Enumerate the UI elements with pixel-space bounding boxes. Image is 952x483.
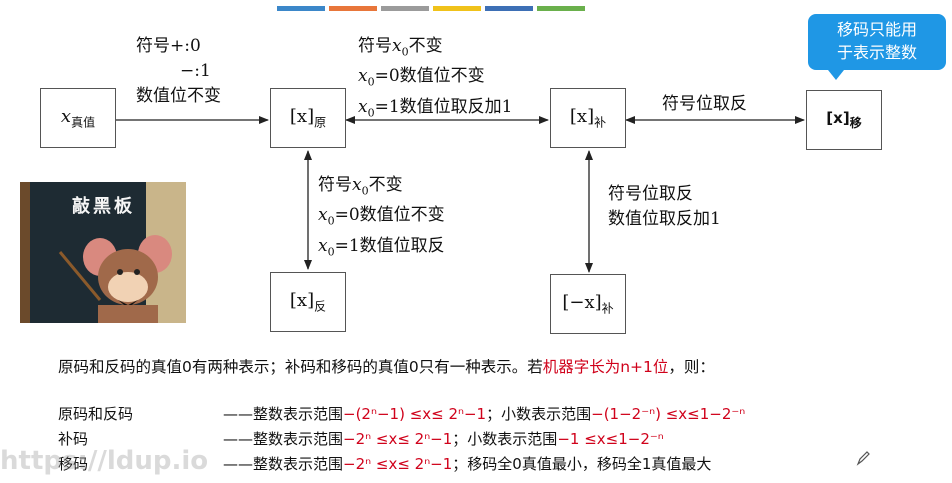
- label-var: x: [358, 96, 368, 117]
- label-line: 符号+:0: [136, 36, 201, 56]
- box-var: [−x]: [562, 291, 602, 313]
- label-line: 符号x0不变: [318, 173, 445, 203]
- box-sub: 真值: [71, 115, 96, 130]
- label-text: 符号: [358, 36, 392, 56]
- label-line: x0=1数值位取反加1: [358, 95, 512, 125]
- label-line: 数值位取反加1: [608, 209, 721, 229]
- box-original-code: [x]原: [270, 88, 346, 148]
- integer-range: −2ⁿ ≤x≤ 2ⁿ−1: [343, 455, 453, 473]
- label-complement-negative: 符号位取反 数值位取反加1: [608, 182, 721, 232]
- box-sub: 补: [601, 301, 614, 316]
- range-prefix: ——整数表示范围: [223, 430, 344, 448]
- label-true-to-original: 符号+:0 −:1 数值位不变: [136, 34, 221, 109]
- integer-range: −2ⁿ ≤x≤ 2ⁿ−1: [343, 430, 453, 448]
- range-mid: ；移码全0真值最小，移码全1真值最大: [452, 455, 712, 473]
- label-text: 符号: [318, 175, 352, 195]
- summary-part: ，则：: [668, 358, 715, 376]
- range-prefix: ——整数表示范围: [223, 455, 344, 473]
- box-var: x: [60, 105, 72, 127]
- bubble-line: 于表示整数: [836, 43, 917, 62]
- label-line: x0=0数值位不变: [358, 64, 512, 94]
- range-mid: ；小数表示范围: [452, 430, 558, 448]
- color-segment: [329, 6, 377, 11]
- box-true-value: x真值: [40, 88, 116, 148]
- label-line: −:1: [180, 61, 211, 81]
- color-segment: [537, 6, 585, 11]
- watermark: https://ldup.io: [0, 446, 209, 476]
- label-text: 不变: [368, 175, 403, 195]
- range-mid: ；小数表示范围: [486, 405, 592, 423]
- note-bubble: 移码只能用 于表示整数: [808, 14, 946, 80]
- color-segment: [277, 6, 325, 11]
- label-var: x: [318, 235, 328, 256]
- integer-range: −(2ⁿ−1) ≤x≤ 2ⁿ−1: [343, 405, 487, 423]
- summary-highlight: 机器字长为n+1位: [542, 358, 669, 376]
- box-ones-complement: [x]反: [270, 272, 346, 332]
- bubble-line: 移码只能用: [836, 20, 917, 39]
- pen-icon: [856, 451, 870, 466]
- range-desc: ——整数表示范围−2ⁿ ≤x≤ 2ⁿ−1；移码全0真值最小，移码全1真值最大: [223, 452, 711, 477]
- range-desc: ——整数表示范围−(2ⁿ−1) ≤x≤ 2ⁿ−1；小数表示范围−(1−2⁻ⁿ) …: [223, 402, 745, 427]
- blackboard-title: 敲黑板: [72, 196, 135, 217]
- box-sub: 反: [314, 299, 327, 314]
- box-sub: 移: [849, 116, 862, 130]
- label-line: x0=0数值位不变: [318, 203, 445, 233]
- range-name: 移码: [58, 455, 89, 473]
- board-frame: [20, 182, 30, 323]
- label-sub: 0: [327, 214, 335, 228]
- range-name: 原码和反码: [58, 405, 134, 423]
- box-biased-code: [x]移: [806, 90, 882, 150]
- label-sub: 0: [367, 75, 375, 89]
- range-desc: ——整数表示范围−2ⁿ ≤x≤ 2ⁿ−1；小数表示范围−1 ≤x≤1−2⁻ⁿ: [223, 427, 664, 452]
- box-var: [x]: [289, 105, 315, 127]
- label-complement-biased: 符号位取反: [662, 94, 747, 114]
- box-var: [x]: [826, 109, 850, 127]
- top-color-bar: [277, 6, 585, 11]
- label-var: x: [358, 66, 368, 87]
- label-sub: 0: [327, 245, 335, 259]
- label-sub: 0: [361, 184, 369, 198]
- color-segment: [433, 6, 481, 11]
- range-name: 补码: [58, 430, 89, 448]
- label-var: x: [392, 36, 402, 56]
- summary-text: 原码和反码的真值0有两种表示；补码和移码的真值0只有一种表示。若机器字长为n+1…: [58, 355, 715, 377]
- box-negative-complement: [−x]补: [550, 274, 626, 334]
- fraction-range: −(1−2⁻ⁿ) ≤x≤1−2⁻ⁿ: [591, 405, 746, 423]
- box-var: [x]: [569, 105, 595, 127]
- label-text: =1数值位取反: [334, 235, 445, 256]
- label-var: x: [352, 175, 362, 195]
- label-sub: 0: [401, 45, 409, 59]
- label-text: =0数值位不变: [374, 66, 485, 87]
- box-complement-code: [x]补: [550, 88, 626, 148]
- label-var: x: [318, 205, 328, 226]
- label-text: =1数值位取反加1: [374, 96, 513, 117]
- label-line: 数值位不变: [136, 86, 221, 106]
- mouse-illustration: [58, 235, 172, 323]
- summary-part: 原码和反码的真值0有两种表示；补码和移码的真值0只有一种表示。若: [58, 358, 543, 376]
- box-sub: 原: [314, 115, 327, 130]
- fraction-range: −1 ≤x≤1−2⁻ⁿ: [557, 430, 664, 448]
- label-line: 符号位取反: [608, 184, 693, 204]
- label-original-complement: 符号x0不变 x0=0数值位不变 x0=1数值位取反加1: [358, 34, 512, 125]
- box-var: [x]: [289, 289, 315, 311]
- color-segment: [485, 6, 533, 11]
- box-sub: 补: [594, 115, 607, 130]
- label-sub: 0: [367, 106, 375, 120]
- label-original-ones: 符号x0不变 x0=0数值位不变 x0=1数值位取反: [318, 173, 445, 264]
- blackboard-image: 敲黑板: [20, 182, 186, 323]
- label-text: =0数值位不变: [334, 205, 445, 226]
- label-text: 不变: [408, 36, 443, 56]
- label-line: 符号x0不变: [358, 34, 512, 64]
- range-prefix: ——整数表示范围: [223, 405, 344, 423]
- color-segment: [381, 6, 429, 11]
- label-line: x0=1数值位取反: [318, 234, 445, 264]
